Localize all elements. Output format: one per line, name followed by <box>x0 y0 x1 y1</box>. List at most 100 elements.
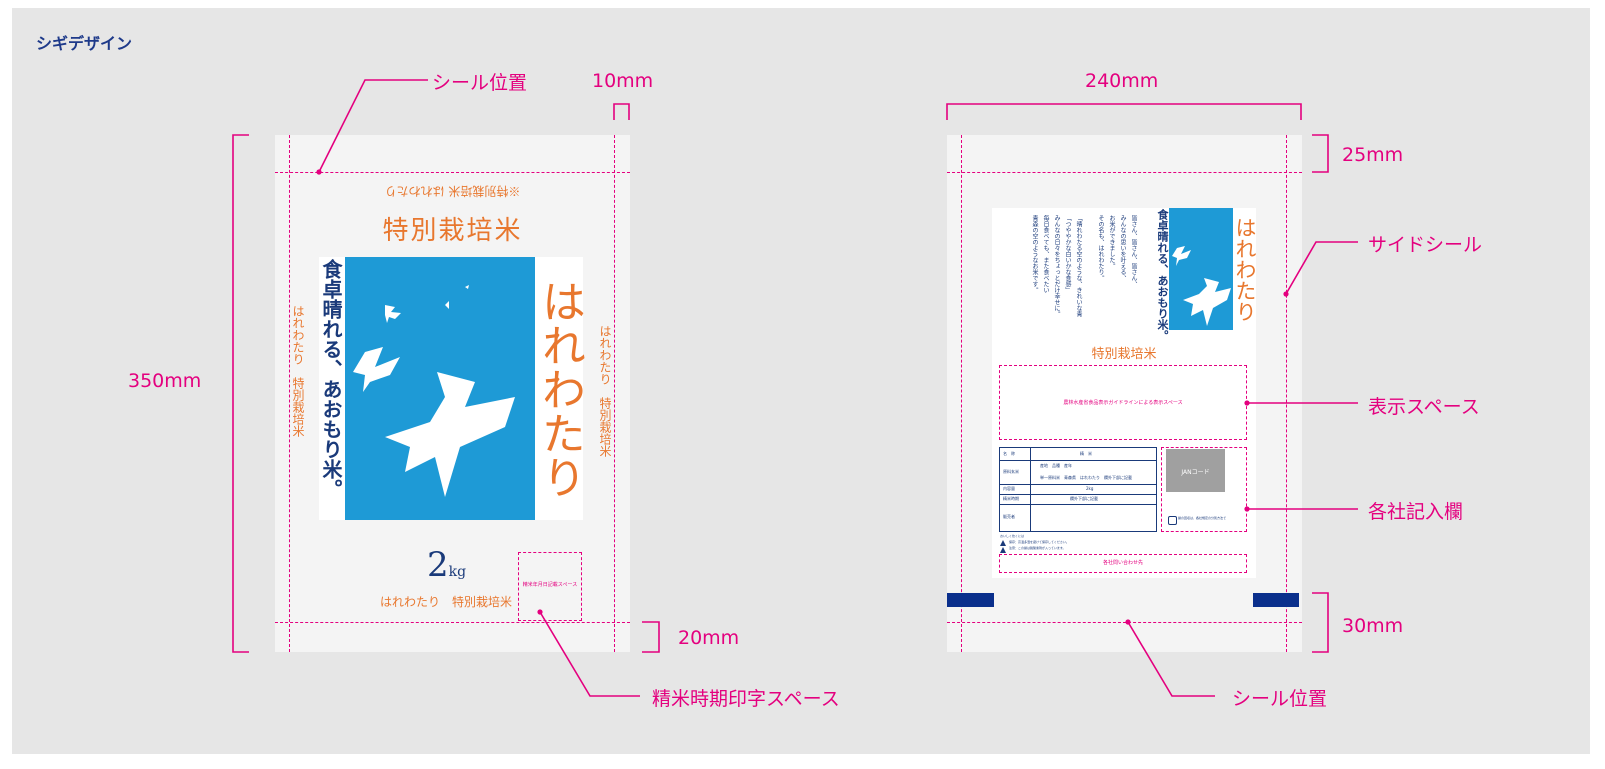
story-line: 皆さん、皆さん、皆さん、 <box>1130 215 1137 287</box>
front-side-line-right <box>614 135 615 652</box>
table-cell: 販売者 <box>1003 514 1015 519</box>
back-side-line-left <box>961 135 962 652</box>
story-line: みんなの日々をちょっとだけ幸せに。 <box>1053 215 1060 317</box>
front-catch-text: 食卓晴れる、あおもり米。 <box>319 259 343 499</box>
story-line: みんなの思いを叶える、 <box>1119 215 1126 281</box>
side-seal-label: サイドシール <box>1368 234 1483 256</box>
table-cell: 単一原料米 青森県 はれわたり 欄外下部に記載 <box>1040 475 1132 480</box>
back-side-line-right <box>1286 135 1287 652</box>
seal-block-right <box>1253 593 1299 607</box>
front-panel: ※特別栽培米 はれわたり 特別栽培米 食卓晴れる、あおもり米。 はれわたり はれ… <box>275 135 630 652</box>
note-line: 注意：この袋は脱酸素剤が入っています。 <box>1009 546 1066 550</box>
story-line: お米ができました。 <box>1108 215 1115 269</box>
back-headline: 特別栽培米 <box>1091 347 1157 362</box>
print-space-label: 精米時期印字スペース <box>652 688 840 710</box>
margin-25mm-label: 25mm <box>1342 144 1404 166</box>
story-line: 青森の空のようなお米です。 <box>1031 215 1038 293</box>
seal-position-bottom-label: シール位置 <box>1232 688 1328 710</box>
margin-10-bracket <box>613 103 630 120</box>
print-space-leader <box>539 611 640 697</box>
contact-text: 各社問い合わせ先 <box>1102 560 1143 566</box>
height-350-bracket <box>232 134 249 653</box>
margin-25-bracket <box>1312 134 1329 173</box>
story-line: 「晴れわたる空のような、きれいな青 <box>1075 215 1082 317</box>
table-cell: 原料玄米 <box>1003 469 1019 474</box>
back-story-text: 皆さん、皆さん、皆さん、 みんなの思いを叶える、 お米ができました。 その名も、… <box>1029 215 1139 317</box>
bird-icon <box>1172 246 1191 266</box>
tiny-bird-icon <box>465 285 469 289</box>
front-side-text-left: はれわたり 特別栽培米 <box>291 305 305 437</box>
table-cell: 精 米 <box>1080 451 1092 456</box>
jan-code-placeholder <box>1166 449 1225 492</box>
front-weight: 2kg <box>427 545 487 585</box>
display-space-dot <box>1244 400 1250 406</box>
display-space-text: 農林水産省食品表示ガイドラインによる表示スペース <box>1063 400 1183 406</box>
display-space-label: 表示スペース <box>1368 396 1480 418</box>
back-brand-text: はれわたり <box>1233 216 1257 322</box>
side-seal-leader <box>1285 241 1358 295</box>
weight-unit: kg <box>448 564 467 580</box>
table-cell: 精米時期 <box>1003 496 1019 501</box>
rice-date-print-box <box>518 552 582 621</box>
product-info-table: 名 称 精 米 原料玄米 産地 品種 産年単一原料米 青森県 はれわたり 欄外下部に… <box>999 447 1157 532</box>
table-row: 名 称精 米 <box>1000 448 1156 461</box>
seal-position-top-label: シール位置 <box>432 72 528 94</box>
front-seal-line-top <box>275 172 630 173</box>
width-240-bracket <box>946 103 1302 120</box>
table-cell: 産地 品種 産年 <box>1040 463 1072 468</box>
margin-30mm-label: 30mm <box>1342 615 1404 637</box>
margin-30-bracket <box>1312 592 1329 653</box>
company-field-box <box>1161 447 1247 532</box>
seal-top-dot <box>316 169 322 175</box>
contact-box <box>999 554 1247 573</box>
print-space-dot <box>537 609 543 615</box>
warning-triangle-icon <box>1000 540 1006 546</box>
side-seal-dot <box>1283 291 1289 297</box>
height-350mm-label: 350mm <box>128 370 202 392</box>
table-divider <box>1030 448 1031 531</box>
small-bird-icon <box>385 305 401 323</box>
table-cell: 欄外下部に記載 <box>1070 496 1098 501</box>
width-240mm-label: 240mm <box>1085 70 1159 92</box>
large-bird-icon <box>1183 278 1231 326</box>
table-row: 精米時期 欄外下部に記載 <box>1000 494 1156 505</box>
company-field-dot <box>1244 506 1250 512</box>
large-bird-icon <box>385 372 515 497</box>
seal-bottom-dot <box>1125 619 1131 625</box>
seal-bottom-leader <box>1127 621 1215 697</box>
rice-date-print-box-text: 精米年月日記載スペース <box>522 582 578 588</box>
front-bottom-label: はれわたり 特別栽培米 <box>380 595 513 609</box>
table-cell: 2kg <box>1086 486 1094 491</box>
margin-20mm-label: 20mm <box>678 627 740 649</box>
back-notes: おいしく炊くには 保存：高温多湿を避けて保存してください。 注意：この袋は脱酸素… <box>1000 533 1069 551</box>
bird-icon <box>353 347 400 392</box>
story-line: 毎日食べても、また食べたい <box>1042 215 1049 293</box>
front-headline: 特別栽培米 <box>382 216 523 246</box>
recycle-icon <box>1168 516 1177 525</box>
company-field-label: 各社記入欄 <box>1368 501 1464 523</box>
table-cell: 名 称 <box>1003 451 1015 456</box>
back-catch-text: 食卓晴れる、あおもり米。 <box>1156 209 1169 341</box>
story-line: その名も、はれわたり。 <box>1097 215 1104 281</box>
margin-10mm-label: 10mm <box>592 70 654 92</box>
recycle-text: 袋の回収は、各社規定の分別方法で <box>1178 516 1227 520</box>
table-row: 販売者 <box>1000 504 1156 530</box>
front-side-text-right: はれわたり 特別栽培米 <box>598 325 612 457</box>
front-seal-line-bottom <box>275 622 630 623</box>
note-line: 保存：高温多湿を避けて保存してください。 <box>1009 540 1069 544</box>
weight-number: 2 <box>427 545 449 585</box>
table-row: 原料玄米 産地 品種 産年単一原料米 青森県 はれわたり 欄外下部に記載 <box>1000 460 1156 485</box>
seal-block-left <box>947 593 994 607</box>
warning-triangle-icon <box>1000 547 1006 553</box>
story-line: 「つややかな白いかな食感」 <box>1064 215 1071 293</box>
back-panel: 皆さん、皆さん、皆さん、 みんなの思いを叶える、 お米ができました。 その名も、… <box>947 135 1302 652</box>
seal-top-leader <box>318 79 428 173</box>
back-seal-line-top <box>947 172 1302 173</box>
front-brand-text: はれわたり <box>534 278 585 499</box>
front-sky-illustration <box>345 257 535 520</box>
back-sky-illustration <box>1169 208 1233 330</box>
margin-20-bracket <box>642 621 660 653</box>
page-title: シギデザイン <box>36 34 133 53</box>
